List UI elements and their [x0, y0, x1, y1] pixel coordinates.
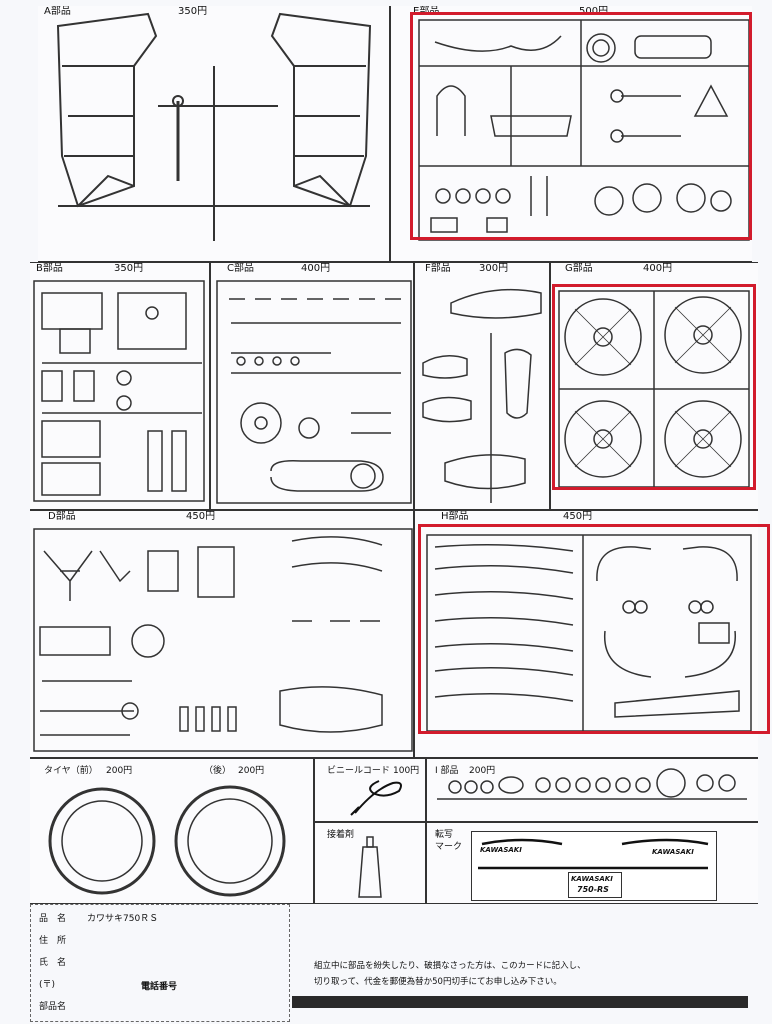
decal-badge-line2: 750-RS — [577, 885, 609, 894]
decal-brand-left: KAWASAKI — [480, 846, 522, 854]
notice-line1: 組立中に部品を紛失したり、破損なさった方は、このカードに記入し、 — [314, 961, 586, 971]
h-parts-drawing — [426, 534, 752, 732]
name-label: 氏 名 — [39, 958, 67, 968]
tires-drawing — [48, 785, 286, 897]
section-glue: 接着剤 — [314, 822, 426, 904]
section-h: H部品 450円 — [414, 510, 758, 758]
section-c-price: 400円 — [301, 263, 331, 274]
decal-badge-line1: KAWASAKI — [571, 875, 613, 883]
tire-front-price: 200円 — [106, 766, 133, 776]
i-parts-label: I 部品 — [435, 766, 459, 776]
section-a: A部品 350円 — [38, 6, 390, 262]
section-c: C部品 400円 — [210, 262, 414, 510]
section-d: D部品 450円 — [30, 510, 414, 758]
vinyl-cord-drawing — [350, 780, 402, 816]
e-parts-drawing — [418, 19, 750, 241]
order-form: 品 名 カワサキ750ＲＳ 住 所 氏 名 (〒) 電話番号 部品名 — [30, 904, 290, 1022]
decal-brand-right: KAWASAKI — [652, 848, 694, 856]
d-parts-drawing — [33, 528, 413, 752]
section-c-title: C部品 — [227, 263, 254, 274]
section-e-price: 500円 — [579, 6, 609, 17]
section-g: G部品 400円 — [550, 262, 758, 510]
vinyl-cord-label: ビニールコード — [327, 766, 390, 776]
section-g-title: G部品 — [565, 263, 593, 274]
section-f-price: 300円 — [479, 263, 509, 274]
glue-label: 接着剤 — [327, 830, 355, 840]
section-b-price: 350円 — [114, 263, 144, 274]
section-e: E部品 500円 — [390, 6, 752, 262]
section-i: I 部品 200円 — [426, 758, 758, 822]
c-parts-drawing — [216, 280, 412, 504]
section-vinyl-cord: ビニールコード 100円 — [314, 758, 426, 822]
section-a-title: A部品 — [44, 6, 71, 17]
decal-badge: KAWASAKI 750-RS — [568, 872, 622, 898]
glue-tube-drawing — [358, 836, 382, 898]
vinyl-cord-price: 100円 — [393, 766, 420, 776]
f-parts-drawing — [422, 288, 542, 503]
i-parts-drawing — [437, 768, 747, 800]
section-d-price: 450円 — [186, 511, 216, 522]
decal-label-line1: 転写 — [435, 830, 454, 840]
decal-label-line2: マーク — [435, 842, 463, 852]
tire-rear-price: 200円 — [238, 766, 265, 776]
section-b: B部品 350円 — [30, 262, 210, 510]
section-f-title: F部品 — [425, 263, 451, 274]
product-value: カワサキ750ＲＳ — [87, 914, 159, 924]
section-b-title: B部品 — [36, 263, 63, 274]
section-h-price: 450円 — [563, 511, 593, 522]
phone-label: 電話番号 — [141, 982, 178, 992]
i-parts-price: 200円 — [469, 766, 496, 776]
wheels-drawing — [558, 290, 750, 488]
postal-label: (〒) — [39, 980, 56, 990]
decal-stripes — [478, 838, 709, 870]
section-d-title: D部品 — [48, 511, 76, 522]
section-a-price: 350円 — [178, 6, 208, 17]
tire-front-label: タイヤ（前） — [44, 766, 98, 776]
notice: 組立中に部品を紛失したり、破損なさった方は、このカードに記入し、 切り取って、代… — [314, 960, 754, 994]
footer-bar — [292, 996, 748, 1008]
section-h-title: H部品 — [441, 511, 469, 522]
frame-sprue-drawing — [56, 12, 372, 241]
decal-sheet: KAWASAKI KAWASAKI KAWASAKI 750-RS — [471, 831, 717, 901]
section-e-title: E部品 — [413, 6, 440, 17]
tire-rear-label: （後） — [204, 766, 232, 776]
address-label: 住 所 — [39, 936, 67, 946]
section-f: F部品 300円 — [414, 262, 550, 510]
parts-label: 部品名 — [39, 1002, 67, 1012]
b-parts-drawing — [33, 280, 205, 502]
section-decal: 転写 マーク KAWASAKI KAWASAKI KAWASAKI 750-RS — [426, 822, 758, 904]
product-label: 品 名 — [39, 914, 67, 924]
notice-line2: 切り取って、代金を郵便為替か50円切手にてお申し込み下さい。 — [314, 977, 562, 987]
section-g-price: 400円 — [643, 263, 673, 274]
section-tires: タイヤ（前） 200円 （後） 200円 — [30, 758, 314, 904]
